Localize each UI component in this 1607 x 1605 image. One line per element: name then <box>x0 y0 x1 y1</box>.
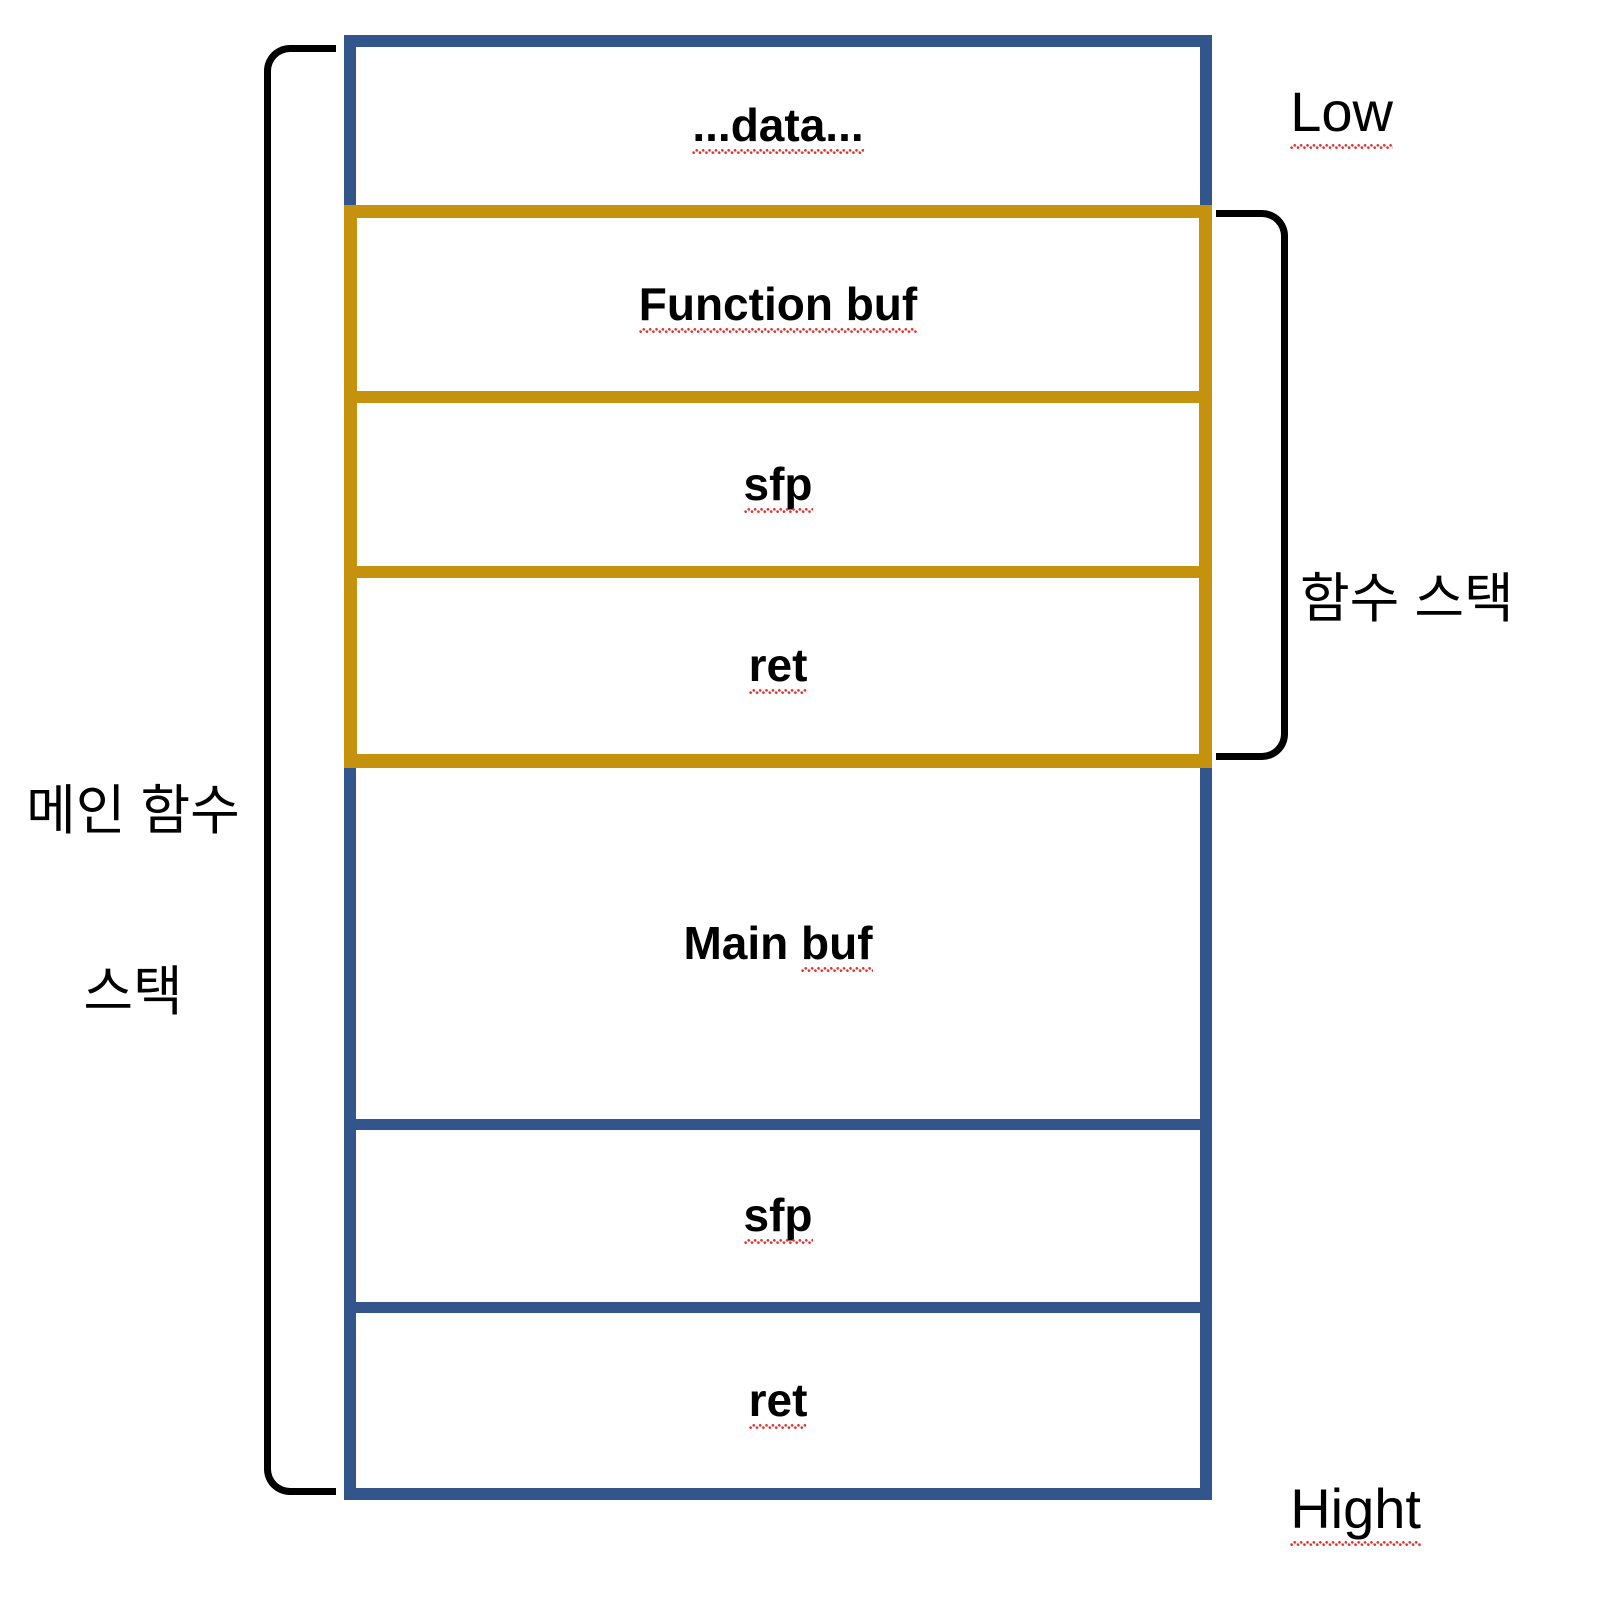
main-stack-label: 메인 함수 스택 <box>8 660 258 1144</box>
segment-main-buf-text-buf: buf <box>801 916 873 972</box>
segment-main-buf-text-main: Main <box>683 916 802 969</box>
segment-function-buf-text: Function buf <box>638 277 918 333</box>
segment-function-ret: ret <box>344 578 1212 768</box>
main-stack-bracket <box>264 45 336 1495</box>
segment-function-sfp-text: sfp <box>743 457 813 513</box>
main-stack-label-line2: 스택 <box>83 962 183 1023</box>
segment-main-buf-label: Main buf <box>683 916 873 972</box>
function-stack-label: 함수 스택 <box>1300 448 1514 750</box>
segment-main-ret: ret <box>344 1313 1212 1500</box>
segment-main-ret-label: ret <box>748 1373 808 1429</box>
segment-data-label: ...data... <box>692 99 864 154</box>
segment-main-sfp: sfp <box>344 1130 1212 1313</box>
segment-main-ret-text: ret <box>748 1373 808 1429</box>
segment-function-ret-text: ret <box>748 639 808 694</box>
segment-function-buf: Function buf <box>344 205 1212 403</box>
segment-main-sfp-text: sfp <box>743 1189 813 1244</box>
segment-function-sfp: sfp <box>344 403 1212 578</box>
segment-function-sfp-label: sfp <box>743 457 813 513</box>
address-label-high-text: Hight <box>1290 1477 1421 1547</box>
address-label-low: Low <box>1228 18 1393 208</box>
function-stack-bracket <box>1216 210 1288 760</box>
segment-data-text: ...data... <box>692 99 864 154</box>
address-label-low-text: Low <box>1290 80 1393 150</box>
memory-stack-box: ...data... Function buf sfp ret Main buf… <box>344 35 1212 1500</box>
segment-main-buf: Main buf <box>344 768 1212 1130</box>
segment-function-ret-label: ret <box>748 639 808 694</box>
function-stack-label-text: 함수 스택 <box>1300 568 1514 629</box>
main-stack-label-line1: 메인 함수 <box>26 780 240 841</box>
segment-data: ...data... <box>344 35 1212 205</box>
segment-function-buf-label: Function buf <box>638 277 918 333</box>
segment-main-sfp-label: sfp <box>743 1189 813 1244</box>
diagram-canvas: ...data... Function buf sfp ret Main buf… <box>8 18 1514 1547</box>
address-label-high: Hight <box>1228 1415 1421 1605</box>
